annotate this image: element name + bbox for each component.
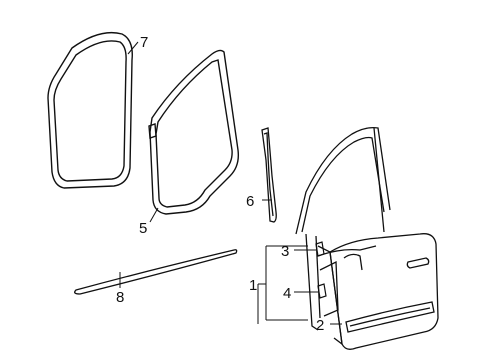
callout-7: 7 xyxy=(140,34,148,51)
leader-1 xyxy=(258,245,308,321)
callout-1: 1 xyxy=(249,277,257,294)
part-3-clip xyxy=(315,241,325,257)
door-assembly xyxy=(295,126,439,350)
callout-4: 4 xyxy=(283,285,291,302)
callout-3: 3 xyxy=(281,243,289,260)
part-8-molding-strip xyxy=(74,249,238,295)
callout-labels: 7 5 6 8 3 4 1 2 xyxy=(116,34,324,334)
part-4-bracket xyxy=(317,283,327,299)
part-5-weatherstrip-door xyxy=(148,49,240,215)
leader-lines xyxy=(119,41,342,325)
callout-6: 6 xyxy=(246,193,254,210)
callout-8: 8 xyxy=(116,289,124,306)
part-6-channel-strip xyxy=(261,127,277,223)
leader-2 xyxy=(257,284,342,325)
leader-7 xyxy=(127,41,139,55)
callout-5: 5 xyxy=(139,220,147,237)
callout-2: 2 xyxy=(316,317,324,334)
leader-5 xyxy=(149,207,159,223)
part-7-weatherstrip-body xyxy=(47,31,133,189)
